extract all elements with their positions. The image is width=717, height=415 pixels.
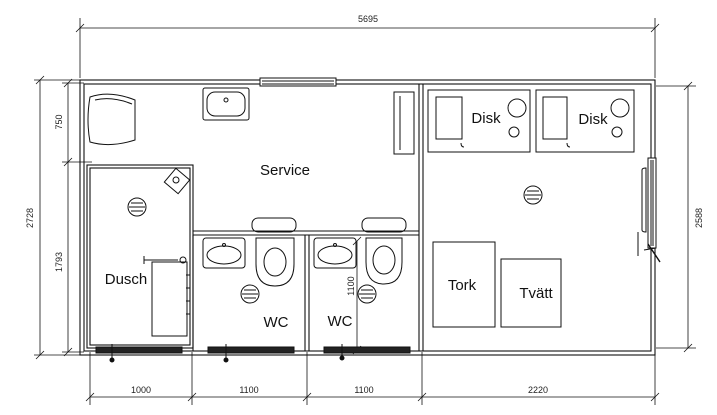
walls (79, 79, 656, 356)
dim-bottom-segment-3: 1100 (354, 385, 373, 395)
wc1-drain-icon (240, 284, 260, 304)
fixture-label-tork: Tork (448, 277, 477, 294)
dishwasher-left (427, 89, 531, 153)
washing-machine (500, 258, 562, 328)
dim-bottom-segment-2: 1100 (239, 385, 258, 395)
shower-bench (151, 261, 190, 337)
dim-overall-height: 2728 (25, 208, 35, 228)
window-top (259, 77, 337, 87)
wc2-sink (313, 237, 357, 269)
room-label-wc-left: WC (264, 314, 289, 331)
dim-overall-width: 5695 (358, 14, 378, 24)
laundry-drain-icon (523, 185, 543, 205)
door-wc-left (207, 344, 295, 363)
room-label-wc-right: WC (328, 313, 353, 330)
door-dusch (95, 344, 183, 363)
wc2-toilet (361, 217, 407, 285)
shower-drain-icon (127, 197, 147, 217)
dim-bottom-segment-4: 2220 (528, 385, 548, 395)
dishwasher-right (535, 89, 635, 153)
service-sink (202, 87, 250, 121)
dim-right-height: 2588 (694, 208, 704, 228)
fixture-label-tvatt: Tvätt (519, 285, 553, 302)
wc2-drain-icon (357, 284, 377, 304)
fixture-label-disk-right: Disk (578, 111, 608, 128)
shower-mixer (143, 256, 187, 264)
wc1-sink (202, 237, 246, 269)
room-label-service: Service (260, 162, 310, 179)
room-label-dusch: Dusch (105, 271, 148, 288)
chair (87, 93, 136, 146)
dim-wc-fixture-height: 1100 (346, 276, 356, 295)
shower-head-icon (163, 167, 191, 195)
door-wc-right (323, 344, 411, 361)
wc1-toilet (251, 217, 297, 287)
service-cabinet (393, 91, 415, 155)
dim-bottom-segment-1: 1000 (131, 385, 151, 395)
dim-upper-left-height: 750 (54, 114, 64, 129)
window-right (637, 157, 661, 263)
dim-lower-left-height: 1793 (54, 252, 64, 272)
fixture-label-disk-left: Disk (471, 110, 501, 127)
dryer (432, 241, 496, 328)
